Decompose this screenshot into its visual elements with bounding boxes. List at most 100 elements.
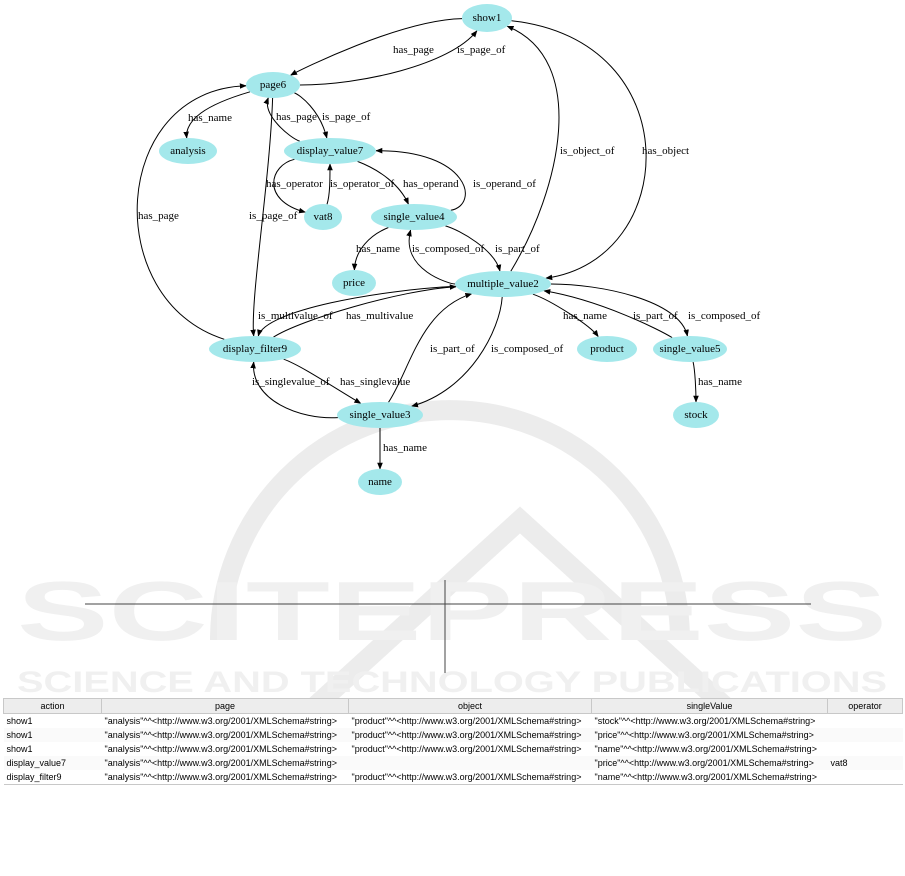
- edge-single_value3-multiple_value2: [388, 293, 473, 403]
- cell-page: "analysis"^^<http://www.w3.org/2001/XMLS…: [101, 770, 349, 785]
- cell-action: display_filter9: [3, 770, 102, 785]
- node-name[interactable]: name: [358, 469, 402, 495]
- edge-display_value7-page6: [263, 97, 300, 142]
- node-page6[interactable]: page6: [246, 72, 300, 98]
- node-label: stock: [684, 409, 708, 421]
- cell-operator: vat8: [827, 756, 903, 770]
- graph-nodes: show1 page6 analysis display_value7 vat8 sing…: [159, 4, 727, 495]
- watermark-sub-text: SCIENCE AND TECHNOLOGY PUBLICATIONS: [17, 666, 887, 699]
- edge-display_value7-single_value4: [357, 160, 409, 205]
- node-ellipse[interactable]: [246, 72, 300, 98]
- node-label: page6: [260, 79, 287, 91]
- column-header-action[interactable]: action: [3, 698, 102, 714]
- node-ellipse[interactable]: [462, 4, 512, 32]
- node-label: single_value5: [659, 343, 721, 355]
- node-ellipse[interactable]: [358, 469, 402, 495]
- cell-object: "product"^^<http://www.w3.org/2001/XMLSc…: [348, 728, 592, 742]
- node-ellipse[interactable]: [304, 204, 342, 230]
- table-row[interactable]: display_filter9 "analysis"^^<http://www.…: [3, 770, 903, 785]
- edge-show1-multiple_value2: [511, 20, 647, 281]
- cell-singlevalue: "stock"^^<http://www.w3.org/2001/XMLSche…: [591, 713, 828, 728]
- table-row[interactable]: show1 "analysis"^^<http://www.w3.org/200…: [3, 713, 903, 728]
- cell-page: "analysis"^^<http://www.w3.org/2001/XMLS…: [101, 713, 349, 728]
- edge-single_value4-display_value7: [375, 147, 466, 211]
- edge-page6-show1: [299, 30, 478, 86]
- edge-single_value4-price: [351, 227, 389, 271]
- table-row[interactable]: show1 "analysis"^^<http://www.w3.org/200…: [3, 728, 903, 742]
- cell-page: "analysis"^^<http://www.w3.org/2001/XMLS…: [101, 728, 349, 742]
- node-label: product: [590, 343, 624, 355]
- edge-label-is-page-of: is_page_of: [249, 210, 298, 222]
- node-display-value7[interactable]: display_value7: [284, 138, 376, 164]
- cell-page: "analysis"^^<http://www.w3.org/2001/XMLS…: [101, 742, 349, 756]
- edge-single_value3-display_filter9: [250, 361, 338, 419]
- edge-label-is-composed-of: is_composed_of: [688, 310, 760, 322]
- edge-multiple_value2-single_value5: [550, 283, 689, 337]
- edge-label-is-part-of: is_part_of: [633, 310, 678, 322]
- cell-singlevalue: "price"^^<http://www.w3.org/2001/XMLSche…: [591, 728, 828, 742]
- cell-singlevalue: "name"^^<http://www.w3.org/2001/XMLSchem…: [591, 742, 828, 756]
- cell-action: display_value7: [3, 756, 102, 770]
- node-label: price: [343, 277, 365, 289]
- edge-label-has-name: has_name: [563, 310, 607, 322]
- column-header-page[interactable]: page: [101, 698, 349, 714]
- node-label: multiple_value2: [467, 278, 538, 290]
- edge-display_filter9-single_value3: [283, 358, 362, 404]
- edge-vat8-display_value7: [326, 163, 333, 205]
- table-row[interactable]: show1 "analysis"^^<http://www.w3.org/200…: [3, 742, 903, 756]
- node-ellipse[interactable]: [653, 336, 727, 362]
- edge-label-is-page-of: is_page_of: [457, 44, 506, 56]
- node-display-filter9[interactable]: display_filter9: [209, 336, 301, 362]
- node-ellipse[interactable]: [577, 336, 637, 362]
- cell-operator: [827, 728, 903, 742]
- node-ellipse[interactable]: [284, 138, 376, 164]
- node-vat8[interactable]: vat8: [304, 204, 342, 230]
- edge-page6-display_filter9: [250, 97, 274, 337]
- node-ellipse[interactable]: [209, 336, 301, 362]
- edge-label-has-name: has_name: [698, 376, 742, 388]
- table-row[interactable]: display_value7 "analysis"^^<http://www.w…: [3, 756, 903, 770]
- edge-display_value7-vat8: [273, 158, 306, 214]
- edge-label-has-name: has_name: [188, 112, 232, 124]
- cell-action: show1: [3, 728, 102, 742]
- edge-show1-page6: [290, 18, 463, 76]
- edge-label-is-operator-of: is_operator_of: [330, 178, 394, 190]
- query-results-table: action page object singleValue operator …: [3, 698, 903, 785]
- node-multiple-value2[interactable]: multiple_value2: [455, 271, 551, 297]
- edge-label-has-name: has_name: [383, 442, 427, 454]
- edge-label-is-part-of: is_part_of: [430, 343, 475, 355]
- node-label: single_value4: [383, 211, 445, 223]
- node-ellipse[interactable]: [455, 271, 551, 297]
- node-stock[interactable]: stock: [673, 402, 719, 428]
- node-ellipse[interactable]: [371, 204, 457, 230]
- edge-label-has-singlevalue: has_singlevalue: [340, 376, 410, 388]
- cell-operator: [827, 742, 903, 756]
- node-label: single_value3: [349, 409, 411, 421]
- node-ellipse[interactable]: [332, 270, 376, 296]
- column-header-singlevalue[interactable]: singleValue: [591, 698, 828, 714]
- node-label: analysis: [170, 145, 205, 157]
- cell-operator: [827, 713, 903, 728]
- node-single-value4[interactable]: single_value4: [371, 204, 457, 230]
- node-ellipse[interactable]: [337, 402, 423, 428]
- node-label: show1: [473, 12, 502, 24]
- edge-label-is-part-of: is_part_of: [495, 243, 540, 255]
- column-header-operator[interactable]: operator: [827, 698, 903, 714]
- node-ellipse[interactable]: [159, 138, 217, 164]
- edge-multiple_value2-display_filter9: [257, 285, 456, 337]
- edge-label-has-page: has_page: [393, 44, 434, 56]
- node-single-value3[interactable]: single_value3: [337, 402, 423, 428]
- node-price[interactable]: price: [332, 270, 376, 296]
- column-header-object[interactable]: object: [348, 698, 592, 714]
- node-analysis[interactable]: analysis: [159, 138, 217, 164]
- node-ellipse[interactable]: [673, 402, 719, 428]
- cell-object: [348, 756, 592, 770]
- edge-label-is-operand-of: is_operand_of: [473, 178, 536, 190]
- node-product[interactable]: product: [577, 336, 637, 362]
- node-show1[interactable]: show1: [462, 4, 512, 32]
- node-single-value5[interactable]: single_value5: [653, 336, 727, 362]
- cell-singlevalue: "name"^^<http://www.w3.org/2001/XMLSchem…: [591, 770, 828, 785]
- edge-label-is-singlevalue-of: is_singlevalue_of: [252, 376, 330, 388]
